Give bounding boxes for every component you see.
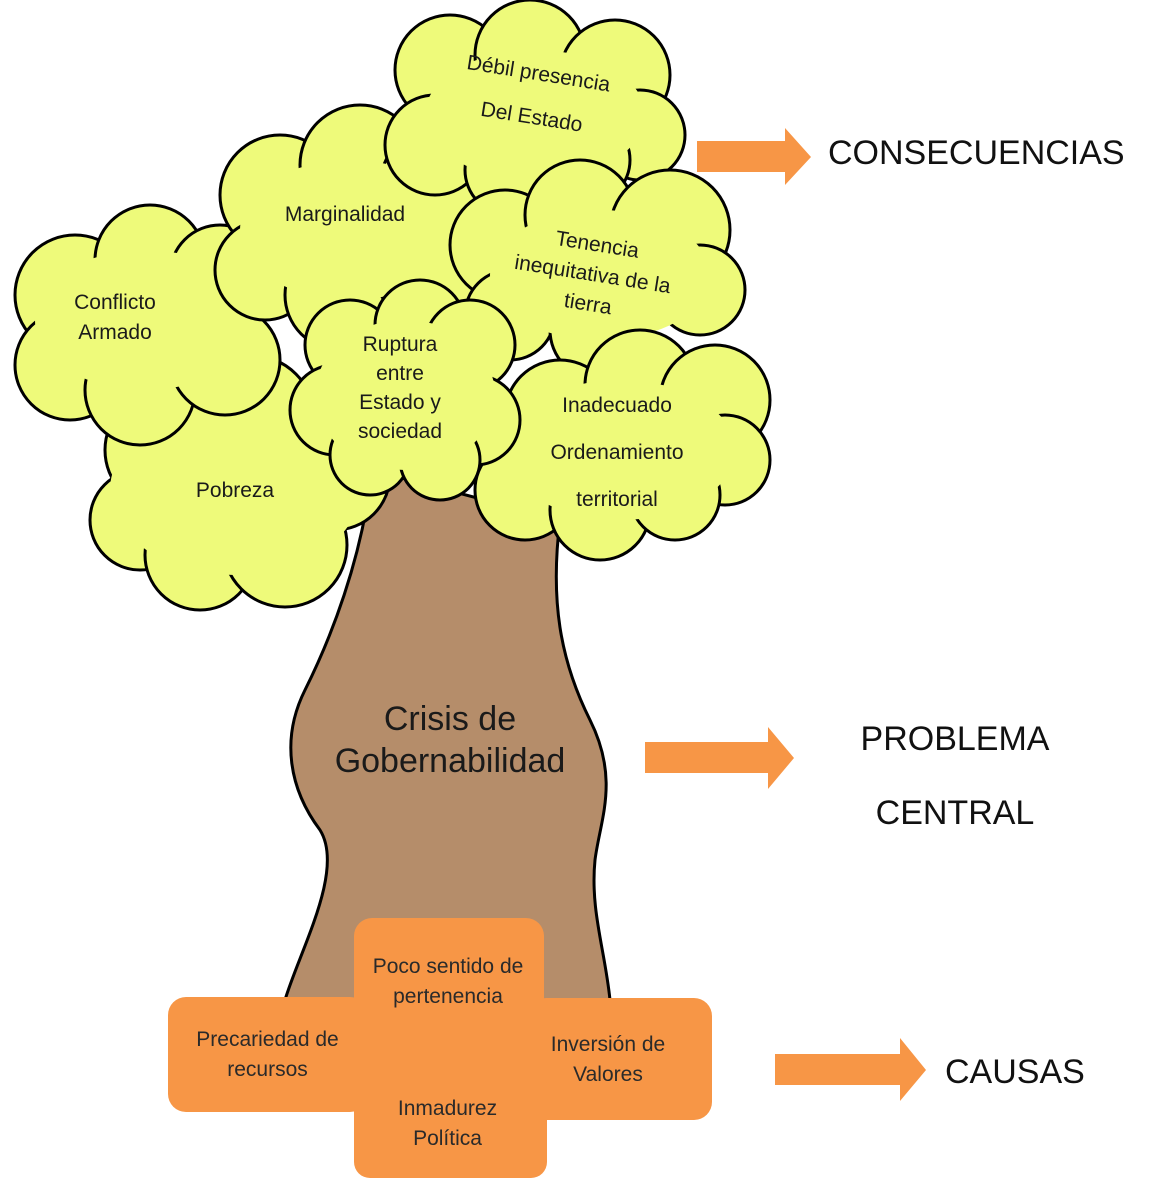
label-consecuencias: CONSECUENCIAS [828,134,1125,172]
label-causas: CAUSAS [945,1053,1085,1091]
label-ruptura: Ruptura entre Estado y sociedad [357,333,443,443]
label-crisis-gobernabilidad: Crisis de Gobernabilidad [334,700,566,780]
arrow-problema [645,727,794,789]
label-inmadurez: Inmadurez Política [397,1097,498,1150]
cloud-debil-presencia [383,0,687,217]
cloud-conflicto-armado [13,203,282,447]
arrow-causas [775,1038,926,1101]
label-inadecuado: Inadecuado Ordenamiento territorial [550,394,684,511]
root-poco-sentido-box [354,918,544,1083]
label-precariedad: Precariedad de recursos [196,1028,339,1081]
root-inmadurez-box [354,1070,547,1178]
label-pobreza: Pobreza [195,479,275,502]
arrow-consecuencias [697,128,811,185]
label-poco-sentido: Poco sentido de pertenencia [372,955,524,1008]
label-marginalidad: Marginalidad [284,203,406,226]
cloud-inadecuado [473,328,772,562]
root-inversion-box [528,998,712,1120]
label-problema-central: PROBLEMA CENTRAL [860,720,1050,832]
label-conflicto: Conflicto Armado [74,291,156,344]
cloud-ruptura [288,278,522,502]
label-inversion: Inversión de Valores [550,1033,666,1086]
root-precariedad-box [168,997,368,1112]
